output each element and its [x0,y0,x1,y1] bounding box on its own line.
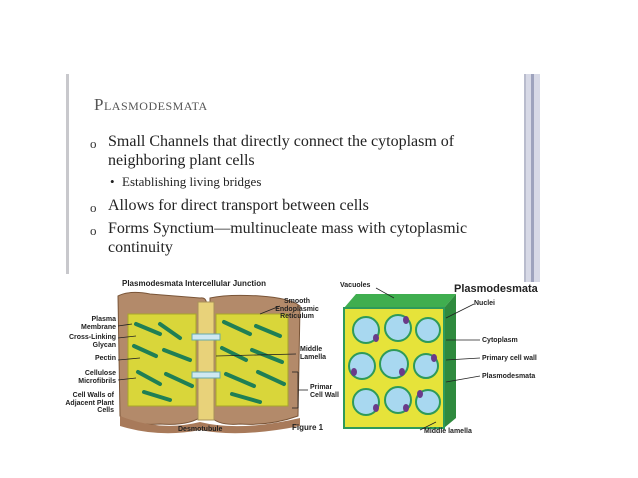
bullet-text: Small Channels that directly connect the… [108,133,455,169]
cross-linking-glycan-label: Cross-Linking Glycan [68,334,116,349]
dot-bullet-icon: • [110,174,115,189]
hollow-circle-bullet-icon: o [90,200,97,215]
right-side-bar [524,74,540,282]
middle-lamella-label: Middle Lamella [300,346,327,361]
cellulose-microfibrils-label: Cellulose Microfibrils [78,370,116,385]
sub-bullet-item: • Establishing living bridges [90,174,520,190]
primary-cell-wall-label: Primary cell wall [482,355,537,362]
pectin-label: Pectin [94,355,116,362]
bullet-item: o Forms Synctium—multinucleate mass with… [90,219,520,257]
bullet-item: o Small Channels that directly connect t… [90,132,520,170]
bullet-text: Allows for direct transport between cell… [108,197,369,214]
desmotubule-label: Desmotubule [178,426,223,433]
bullet-text: Forms Synctium—multinucleate mass with c… [108,220,468,256]
left-rule [66,74,69,274]
plasma-membrane-label: Plasma Membrane [80,316,116,331]
plasmodesmata-junction-figure: Plasmodesmata Intercellular Junction [60,276,350,440]
hollow-circle-bullet-icon: o [90,136,97,151]
figure-number: Figure 1 [292,423,324,432]
middle-lamella-label: Middle lamella [424,428,472,435]
plasmodesmata-tissue-figure: Vacuoles Plasmodesmata Nuclei Cytoplasm … [336,278,546,438]
cell-walls-label: Cell Walls of Adjacent Plant Cells [65,392,114,414]
figure-title: Plasmodesmata Intercellular Junction [122,279,267,288]
nuclei-label: Nuclei [474,300,496,307]
bullet-list: o Small Channels that directly connect t… [90,132,520,261]
bullet-item: o Allows for direct transport between ce… [90,196,520,215]
figure-title: Plasmodesmata [454,283,538,295]
primary-cell-wall-label: Primar Cell Wall [310,384,339,399]
tissue-illustration [343,287,481,431]
junction-illustration [117,291,308,434]
vacuoles-label: Vacuoles [340,282,371,289]
slide-title: Plasmodesmata [94,95,208,114]
smooth-er-label: Smooth Endoplasmic Reticulum [275,298,319,320]
sub-bullet-text: Establishing living bridges [122,174,262,189]
cytoplasm-label: Cytoplasm [482,337,518,344]
hollow-circle-bullet-icon: o [90,223,97,238]
plasmodesmata-label: Plasmodesmata [482,373,536,380]
